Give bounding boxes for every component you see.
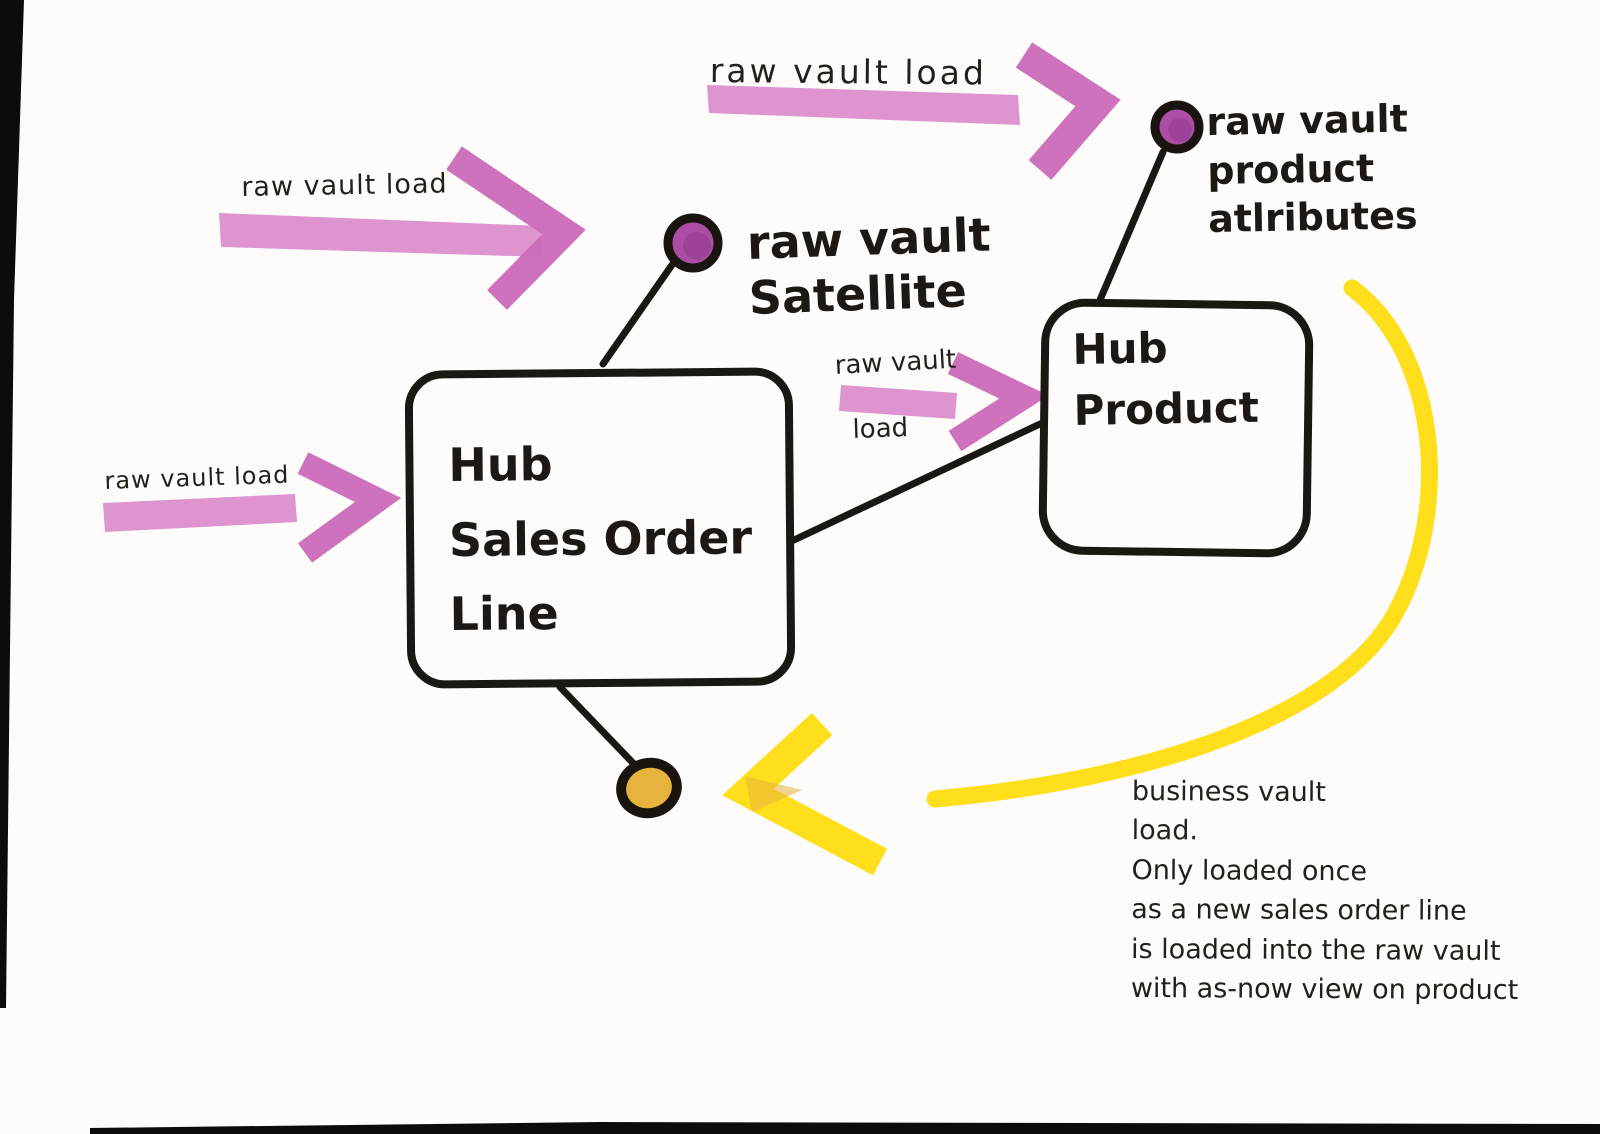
arrow-shaft bbox=[839, 385, 957, 419]
link-hub-sol-to-business-satellite bbox=[556, 683, 637, 767]
arrow-head bbox=[1015, 42, 1121, 180]
hub-sales-order-line-box bbox=[404, 367, 796, 689]
paper-edge-bottom bbox=[90, 1122, 1600, 1134]
raw-vault-load-arrow-left bbox=[103, 452, 402, 563]
raw-vault-load-arrow-upper-left bbox=[219, 146, 586, 310]
arrow-shaft bbox=[103, 494, 297, 532]
raw-vault-load-arrow-middle bbox=[839, 352, 1049, 452]
arrow-label-raw-vault-load-left: raw vault load bbox=[104, 460, 290, 495]
arrow-label-raw-vault-load-top: raw vault load bbox=[709, 50, 988, 93]
arrow-shaft bbox=[707, 85, 1020, 125]
arrow-head bbox=[446, 146, 586, 310]
hub-product-box bbox=[1038, 298, 1314, 558]
raw-vault-satellite-dot bbox=[663, 213, 723, 273]
business-vault-load-note: business vault load. Only loaded once as… bbox=[1130, 775, 1519, 1007]
business-vault-load-arrow bbox=[722, 279, 1438, 876]
link-hub-product-to-attributes-satellite bbox=[1096, 148, 1167, 304]
arrow-label-raw-vault-load-upper-left: raw vault load bbox=[241, 168, 448, 203]
arrow-head bbox=[297, 452, 402, 563]
satellite-label-raw-vault-product-attributes: raw vault product atlributes bbox=[1206, 96, 1418, 242]
hub-sales-order-line-label: Hub Sales Order Line bbox=[448, 437, 753, 642]
raw-vault-product-attributes-dot bbox=[1150, 100, 1204, 154]
arrow-shaft bbox=[219, 213, 543, 257]
arrow-label-raw-vault-middle: raw vault bbox=[834, 344, 957, 381]
link-hub-sol-to-hub-product bbox=[790, 420, 1044, 544]
business-vault-load-arrowhead bbox=[722, 712, 888, 876]
link-hub-sol-to-satellite bbox=[599, 258, 678, 368]
hub-product-label: Hub Product bbox=[1072, 323, 1260, 435]
business-vault-load-arrowhead-shade bbox=[745, 776, 802, 812]
arrow-label-load-middle: load bbox=[852, 413, 909, 445]
paper-edge-left bbox=[0, 0, 24, 1008]
arrow-head bbox=[947, 352, 1049, 452]
satellite-label-raw-vault-satellite: raw vault Satellite bbox=[746, 207, 992, 326]
raw-vault-load-arrow-top bbox=[707, 42, 1121, 180]
business-vault-satellite-dot bbox=[616, 757, 682, 819]
business-vault-load-arrow-curve bbox=[926, 279, 1438, 808]
